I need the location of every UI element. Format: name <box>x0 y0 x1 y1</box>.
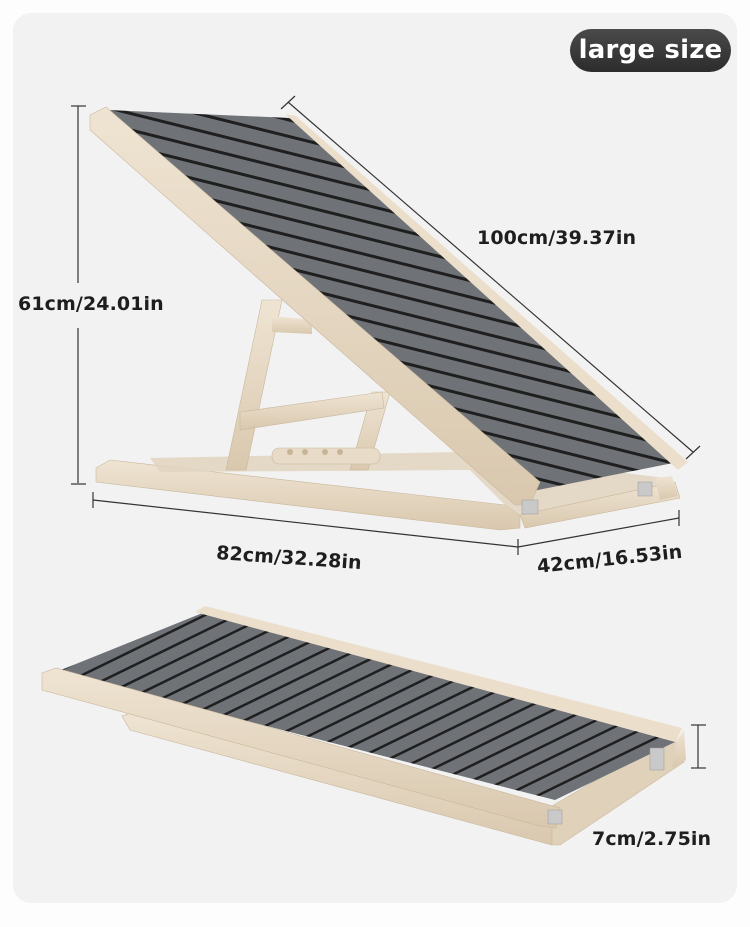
length-dimension-label: 100cm/39.37in <box>477 227 637 249</box>
height-dimension-label: 61cm/24.01in <box>18 293 164 315</box>
folded-thickness-dimension-label: 7cm/2.75in <box>592 828 712 850</box>
inclined-ramp <box>89 106 688 531</box>
dimension-lines <box>71 95 706 769</box>
folded-ramp <box>41 606 686 846</box>
size-badge: large size <box>570 29 731 72</box>
